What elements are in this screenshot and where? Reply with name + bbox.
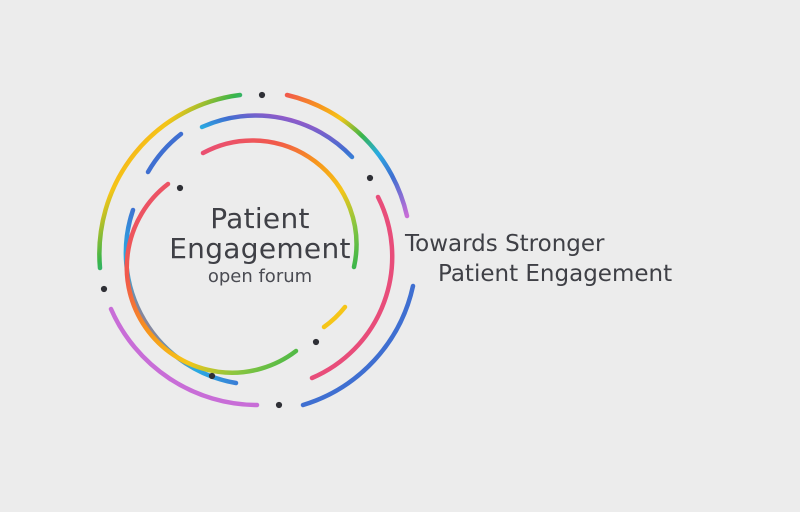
tagline-line-2: Patient Engagement [438,261,673,287]
middle-ring-segment [145,131,184,175]
outer-ring-segment [108,306,260,408]
ring-dot [312,338,320,346]
inner-ring-segment [124,181,299,375]
ring-dot [258,91,266,99]
inner-ring-segment [321,304,348,330]
forum-title-line-1: Patient [210,202,310,235]
ring-dot [275,401,283,409]
outer-ring-segment [300,283,416,408]
middle-ring-segment [309,194,395,381]
forum-name: Patient Engagement open forum [140,204,380,287]
ring-dot [366,174,374,182]
ring-dot [176,184,184,192]
forum-title-line-2: Engagement [169,232,351,265]
inner-ring-segment [200,138,359,270]
outer-ring-segment [284,92,410,219]
tagline: Towards Stronger Patient Engagement [405,229,672,289]
forum-subtitle: open forum [207,266,313,287]
tagline-line-1: Towards Stronger [405,231,605,257]
middle-ring-segment [199,113,355,160]
outer-ring-segment [97,92,243,271]
middle-ring-segment [123,207,239,386]
ring-dot [208,372,216,380]
ring-dot [100,285,108,293]
